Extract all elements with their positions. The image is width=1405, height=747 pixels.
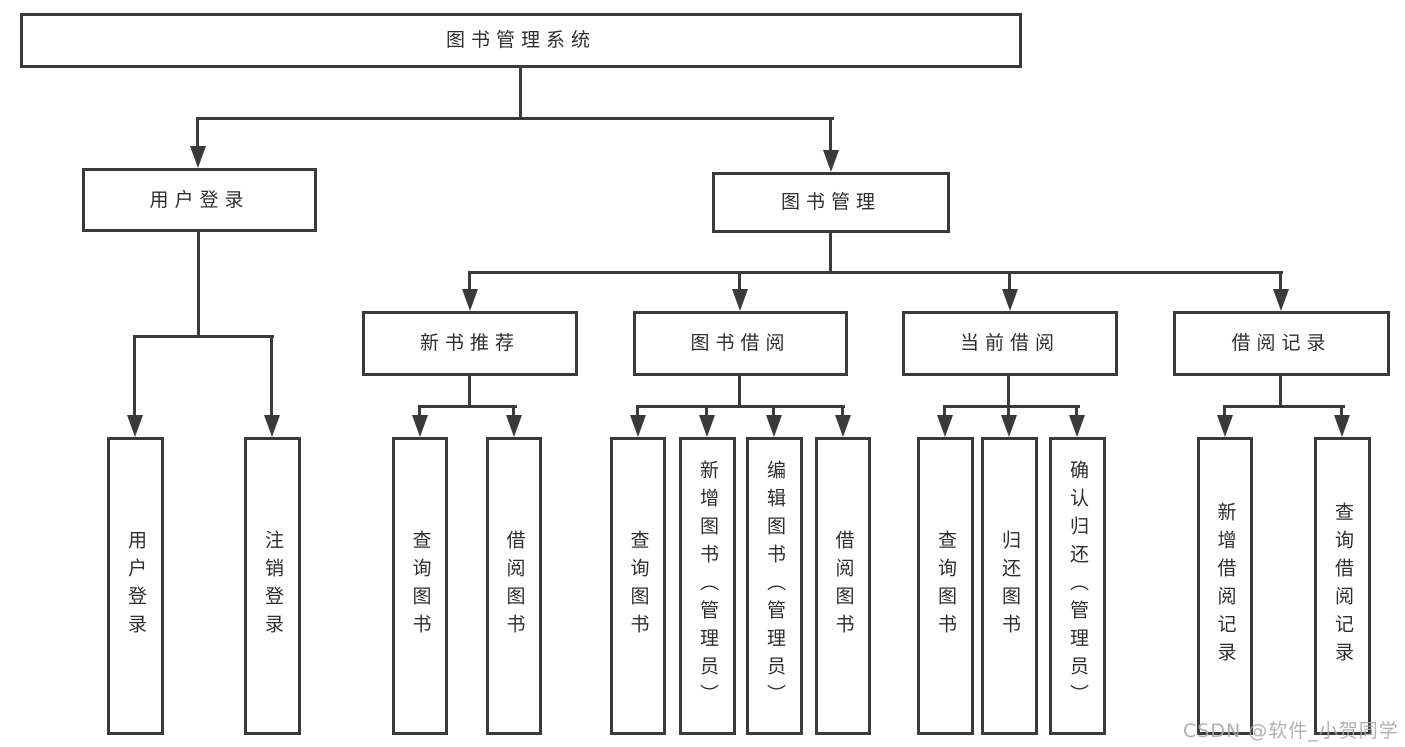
connector-line — [468, 271, 471, 291]
leaf-borrow-books-recommend: 借阅图书 — [486, 437, 542, 735]
connector-line — [133, 335, 136, 417]
node-current-borrowing: 当前借阅 — [902, 311, 1118, 376]
node-borrowing-records: 借阅记录 — [1173, 311, 1390, 376]
connector-line — [943, 405, 1080, 408]
connector-line — [772, 405, 775, 417]
arrow-down-icon — [1334, 415, 1350, 437]
arrow-down-icon — [412, 415, 428, 437]
arrow-down-icon — [630, 415, 646, 437]
connector-line — [1008, 271, 1011, 291]
arrow-down-icon — [264, 415, 280, 437]
watermark: CSDN @软件_小贺同学 — [1183, 720, 1399, 742]
connector-line — [196, 117, 834, 120]
arrow-down-icon — [190, 146, 206, 168]
connector-line — [705, 405, 708, 417]
leaf-user-login: 用户登录 — [107, 437, 164, 735]
connector-line — [636, 405, 639, 417]
arrow-down-icon — [823, 150, 839, 172]
node-user-login: 用户登录 — [82, 168, 317, 232]
connector-line — [738, 271, 741, 291]
arrow-down-icon — [766, 415, 782, 437]
node-book-management: 图书管理 — [712, 172, 950, 233]
arrow-down-icon — [732, 289, 748, 311]
leaf-confirm-return-admin: 确认归还（管理员） — [1049, 437, 1106, 735]
node-new-book-recommend: 新书推荐 — [362, 311, 578, 376]
connector-line — [196, 117, 199, 149]
leaf-query-books-borrow: 查询图书 — [610, 437, 666, 735]
connector-line — [512, 405, 515, 417]
connector-line — [636, 405, 845, 408]
connector-line — [468, 376, 471, 408]
connector-line — [1007, 405, 1010, 417]
arrow-down-icon — [1069, 415, 1085, 437]
connector-line — [468, 271, 1283, 274]
connector-line — [1223, 405, 1345, 408]
arrow-down-icon — [1002, 289, 1018, 311]
arrow-down-icon — [835, 415, 851, 437]
leaf-borrow-books: 借阅图书 — [815, 437, 871, 735]
arrow-down-icon — [1001, 415, 1017, 437]
connector-line — [197, 232, 200, 338]
connector-line — [1075, 405, 1078, 417]
connector-line — [1007, 376, 1010, 408]
leaf-query-books-current: 查询图书 — [917, 437, 974, 735]
leaf-query-borrow-record: 查询借阅记录 — [1314, 437, 1371, 735]
arrow-down-icon — [699, 415, 715, 437]
connector-line — [738, 376, 741, 408]
connector-line — [841, 405, 844, 417]
connector-line — [418, 405, 517, 408]
leaf-edit-book-admin: 编辑图书（管理员） — [746, 437, 803, 735]
connector-line — [1279, 376, 1282, 408]
connector-line — [270, 335, 273, 417]
leaf-logout: 注销登录 — [244, 437, 301, 735]
leaf-query-books-recommend: 查询图书 — [392, 437, 448, 735]
connector-line — [1223, 405, 1226, 417]
arrow-down-icon — [1217, 415, 1233, 437]
arrow-down-icon — [506, 415, 522, 437]
connector-line — [1340, 405, 1343, 417]
node-root: 图书管理系统 — [20, 13, 1022, 68]
arrow-down-icon — [1273, 289, 1289, 311]
arrow-down-icon — [937, 415, 953, 437]
connector-line — [1279, 271, 1282, 291]
arrow-down-icon — [127, 415, 143, 437]
leaf-return-books: 归还图书 — [981, 437, 1038, 735]
leaf-add-borrow-record: 新增借阅记录 — [1197, 437, 1253, 735]
connector-line — [943, 405, 946, 417]
connector-line — [134, 335, 274, 338]
connector-line — [519, 67, 522, 120]
connector-line — [829, 117, 832, 153]
leaf-add-book-admin: 新增图书（管理员） — [679, 437, 736, 735]
node-book-borrowing: 图书借阅 — [633, 311, 848, 376]
connector-line — [418, 405, 421, 417]
arrow-down-icon — [462, 289, 478, 311]
connector-line — [829, 233, 832, 274]
